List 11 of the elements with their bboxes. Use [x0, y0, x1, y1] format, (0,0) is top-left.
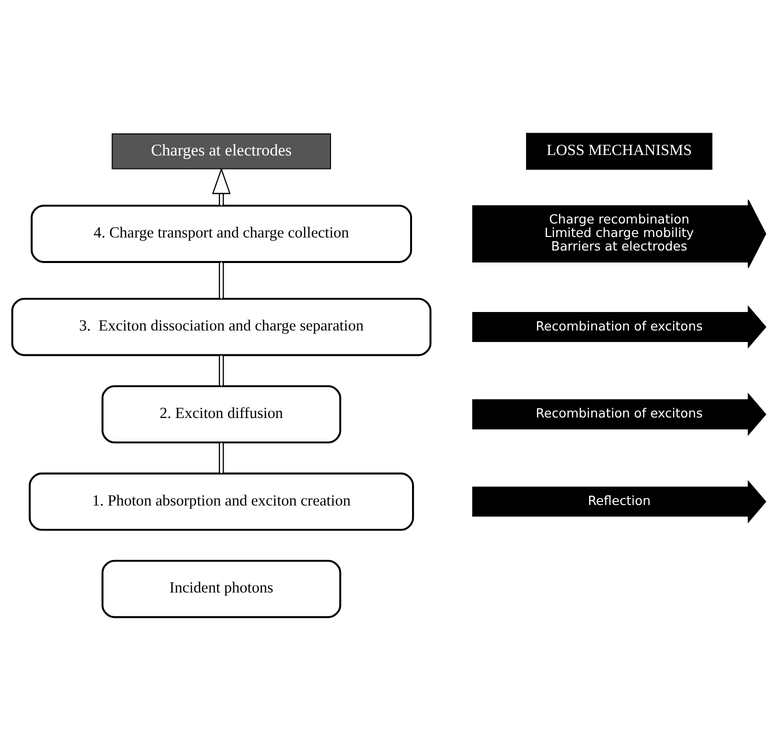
- node-box: LOSS MECHANISMS: [526, 132, 712, 170]
- node-box: 3. Exciton dissociation and charge separation: [11, 298, 432, 356]
- node-box: 2. Exciton diffusion: [102, 385, 342, 444]
- connector: [218, 355, 224, 386]
- connector: [218, 262, 224, 299]
- node-box: Incident photons: [102, 560, 342, 618]
- node-box: 4. Charge transport and charge collection: [30, 204, 412, 263]
- node-box: 1. Photon absorption and exciton creation: [28, 472, 414, 531]
- connector: [218, 442, 224, 474]
- node-box: Charges at electrodes: [112, 133, 332, 170]
- arrow: [212, 167, 231, 206]
